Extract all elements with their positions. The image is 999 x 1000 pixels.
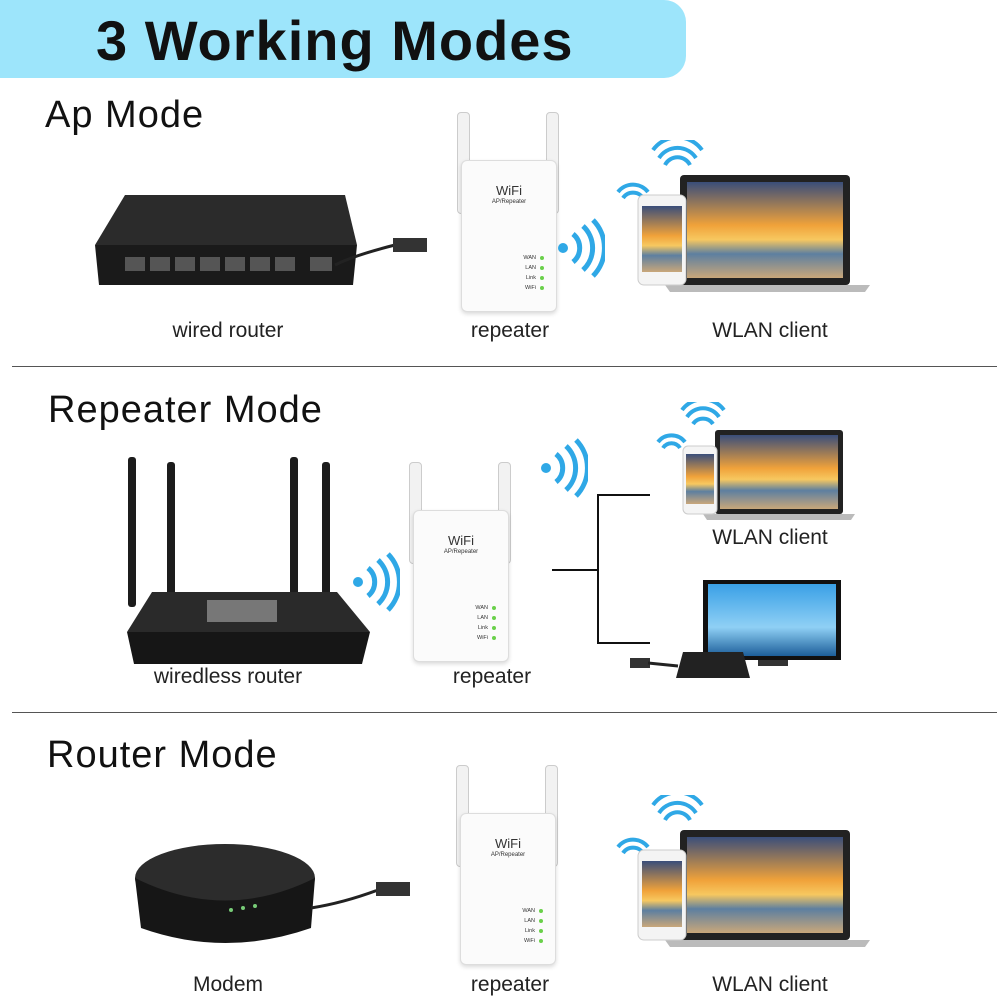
wifi-signal-icon (541, 438, 588, 498)
led-indicator: WAN (523, 255, 544, 261)
wlan-client-laptop-phone-image (616, 795, 870, 947)
wlan-client-label: WLAN client (712, 526, 828, 549)
repeater-model: AP/Repeater (490, 852, 526, 858)
section-divider (12, 366, 997, 367)
connector-line (552, 569, 599, 571)
section-divider (12, 712, 997, 713)
led-indicator: WiFi (524, 938, 543, 944)
led-indicator: WAN (475, 605, 496, 611)
led-indicator: WAN (522, 908, 543, 914)
wired-router-label: wired router (172, 319, 284, 342)
router-mode-heading: Router Mode (47, 734, 278, 776)
page-title: 3 Working Modes (96, 9, 574, 72)
wireless-router-image (127, 457, 370, 664)
ap-mode-heading: Ap Mode (45, 94, 205, 136)
led-indicator: Link (526, 275, 544, 281)
modem-image (135, 844, 410, 943)
repeater-label: repeater (470, 319, 550, 342)
repeater-brand: WiFi (448, 533, 474, 548)
led-indicator: WiFi (477, 635, 496, 641)
modem-label: Modem (192, 973, 264, 996)
repeater-mode-heading: Repeater Mode (48, 389, 323, 431)
connector-line (597, 494, 599, 644)
repeater-brand: WiFi (496, 183, 522, 198)
wifi-signal-icon (353, 552, 400, 612)
wlan-client-label: WLAN client (712, 319, 828, 342)
wifi-signal-icon (558, 218, 605, 278)
tv-set-top-box-image (630, 580, 841, 678)
led-indicator: WiFi (525, 285, 544, 291)
led-indicator: Link (478, 625, 496, 631)
repeater-label: repeater (470, 973, 550, 996)
wlan-client-label: WLAN client (712, 973, 828, 996)
wired-router-image (95, 195, 427, 285)
repeater-brand: WiFi (495, 836, 521, 851)
title-banner (0, 0, 686, 78)
repeater-model: AP/Repeater (491, 199, 527, 205)
wlan-client-laptop-phone-image (616, 140, 870, 292)
led-indicator: LAN (477, 615, 496, 621)
led-indicator: Link (525, 928, 543, 934)
wlan-client-laptop-phone-image (656, 402, 855, 520)
repeater-model: AP/Repeater (443, 549, 479, 555)
led-indicator: LAN (524, 918, 543, 924)
led-indicator: LAN (525, 265, 544, 271)
connector-line (597, 494, 650, 496)
connector-line (597, 642, 650, 644)
repeater-label: repeater (452, 665, 532, 688)
wireless-router-label: wiredless router (153, 665, 303, 688)
